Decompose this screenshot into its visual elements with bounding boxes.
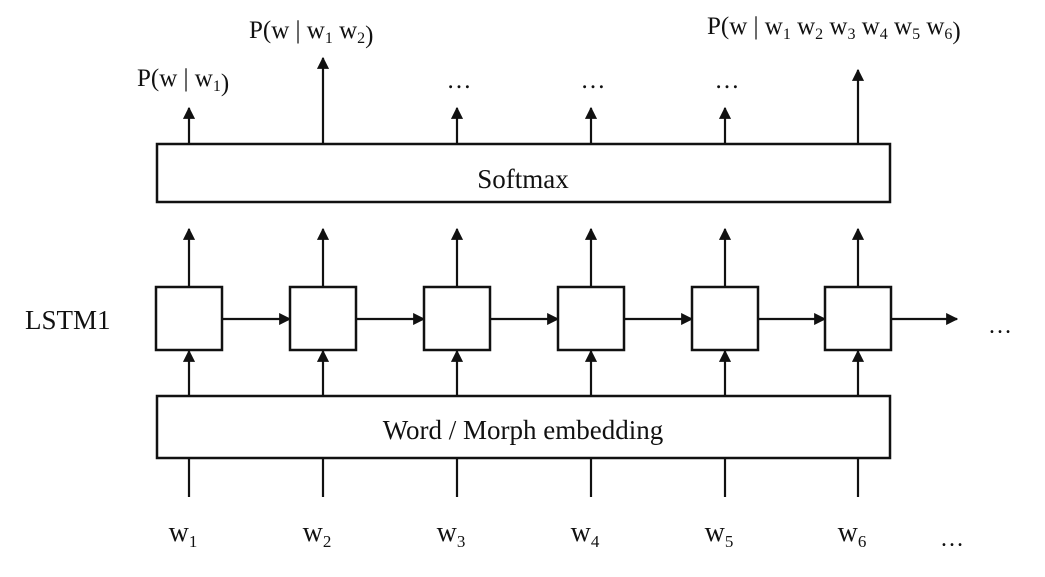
- input-label-w2: w2: [303, 517, 332, 551]
- input-label-w4: w4: [571, 517, 600, 551]
- embedding-box: [155, 394, 892, 460]
- lstm-cell-5: [690, 285, 760, 352]
- input-label-w6: w6: [838, 517, 867, 551]
- output-label-2: P(w | w1 w2): [249, 17, 373, 49]
- lstm-cells: [154, 285, 893, 352]
- output-label-6: P(w | w1 w2 w3 w4 w5 w6): [707, 13, 961, 45]
- lstm-cell-2: [288, 285, 358, 352]
- lstm-cell-3: [422, 285, 492, 352]
- embedding-label: Word / Morph embedding: [383, 415, 664, 445]
- output-label-1: P(w | w1): [137, 65, 229, 97]
- output-labels: P(w | w1) P(w | w1 w2) … … … P(w | w1 w2 w3 w…: [137, 13, 961, 97]
- lstm-continuation-ellipsis: …: [988, 313, 1012, 339]
- input-label-w1: w1: [169, 517, 198, 551]
- softmax-label: Softmax: [477, 164, 569, 194]
- input-labels: w1 w2 w3 w4 w5 w6: [169, 517, 867, 551]
- lstm-cell-6: [823, 285, 893, 352]
- input-continuation-ellipsis: …: [940, 526, 964, 552]
- softmax-box: [155, 142, 892, 204]
- input-label-w3: w3: [437, 517, 466, 551]
- output-label-3: …: [447, 67, 472, 94]
- lstm-layer-label: LSTM1: [25, 305, 111, 335]
- lstm-cell-1: [154, 285, 224, 352]
- lstm-cell-4: [556, 285, 626, 352]
- embedding-layer: Word / Morph embedding: [155, 394, 892, 460]
- input-label-w5: w5: [705, 517, 734, 551]
- output-label-5: …: [715, 67, 740, 94]
- output-label-4: …: [581, 67, 606, 94]
- softmax-layer: Softmax: [155, 142, 892, 204]
- arrows: [182, 56, 959, 497]
